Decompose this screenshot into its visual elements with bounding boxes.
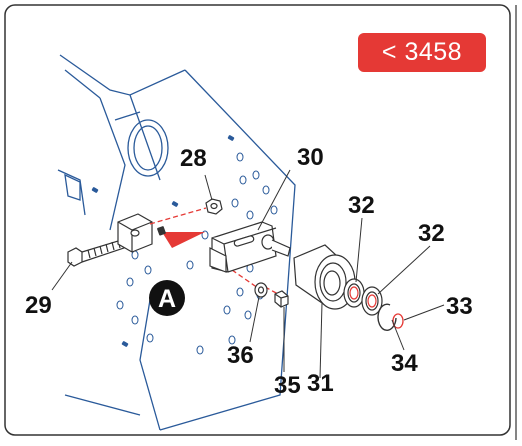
bearing-part-32a <box>343 278 365 308</box>
callout-35: 35 <box>274 372 301 399</box>
ring-part-33 <box>392 313 404 329</box>
assembly-arrow <box>157 226 205 248</box>
bracket-part-30 <box>209 221 291 273</box>
roller-part-31 <box>293 244 356 310</box>
snap-ring-part-34 <box>377 303 397 331</box>
washer-part-36 <box>254 282 268 298</box>
nut-part-28 <box>205 198 223 215</box>
callout-33: 33 <box>446 293 473 320</box>
bearing-part-32b <box>361 286 383 316</box>
mounting-block <box>117 213 153 253</box>
callout-36: 36 <box>227 342 254 369</box>
frame-slots <box>91 135 253 347</box>
callout-28: 28 <box>180 145 207 172</box>
callout-34: 34 <box>391 350 418 377</box>
nut-part-35 <box>274 290 289 308</box>
detail-marker-label: A <box>158 285 176 313</box>
callout-32-lower: 32 <box>418 220 445 247</box>
callout-31: 31 <box>307 370 334 397</box>
detail-marker-a: A <box>149 280 185 316</box>
outer-border <box>4 4 511 436</box>
callout-29: 29 <box>25 292 52 319</box>
callout-32-upper: 32 <box>348 192 375 219</box>
machine-frame-plate <box>57 54 296 431</box>
page-reference-badge[interactable]: < 3458 <box>358 33 486 72</box>
callout-30: 30 <box>297 144 324 171</box>
leader-lines <box>51 169 445 379</box>
